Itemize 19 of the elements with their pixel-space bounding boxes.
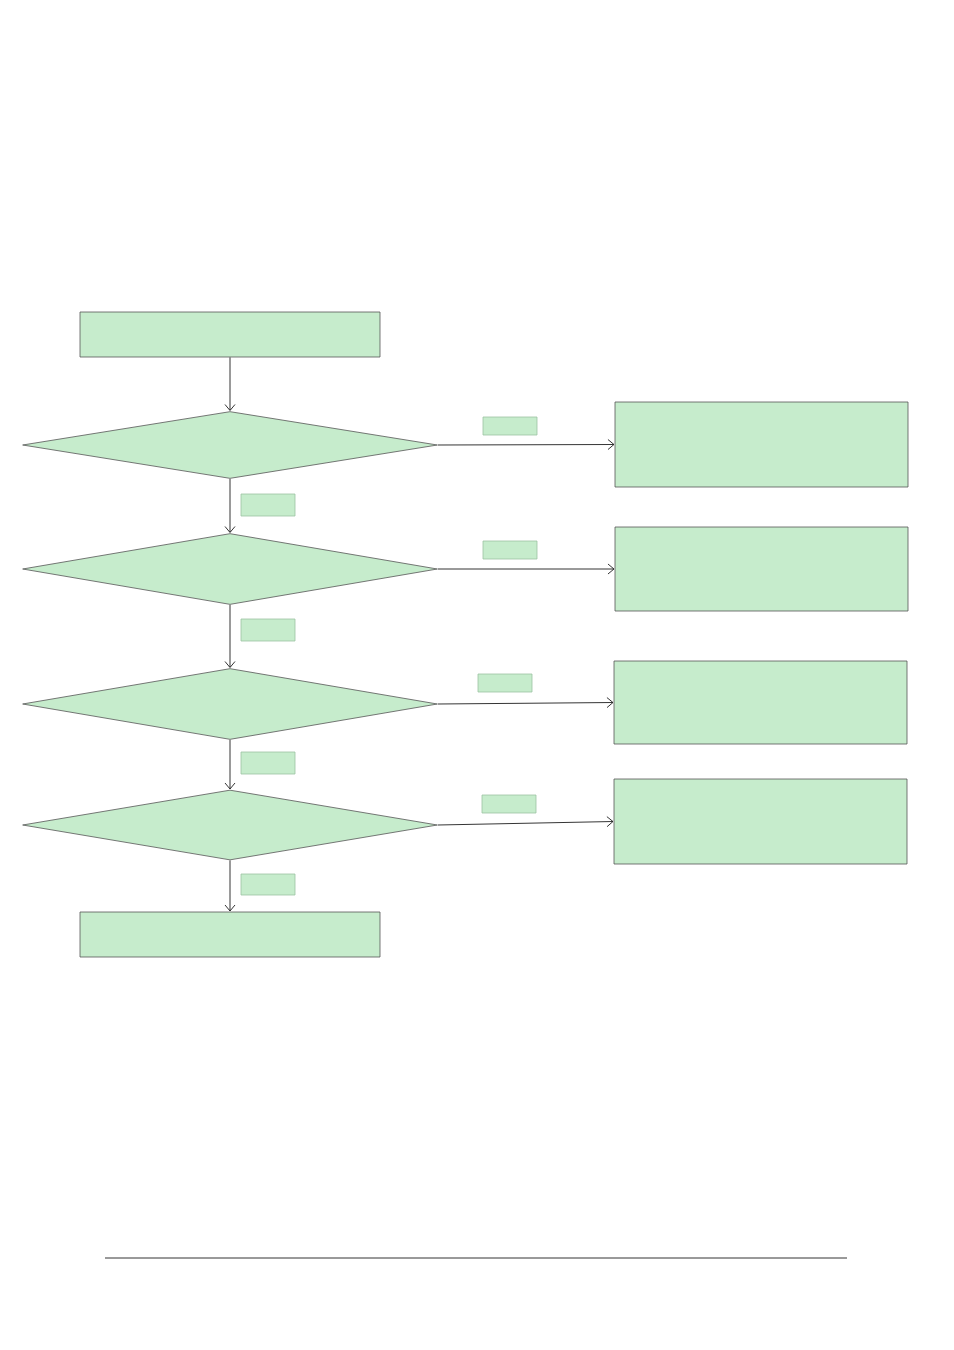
process-box bbox=[614, 401, 909, 488]
decision-diamond bbox=[22, 533, 438, 605]
decision-diamond bbox=[22, 411, 438, 479]
arrow bbox=[437, 563, 615, 575]
arrow bbox=[224, 357, 236, 411]
process-box bbox=[614, 526, 909, 612]
decision-diamond bbox=[22, 789, 438, 861]
arrow bbox=[437, 439, 615, 450]
process-box bbox=[613, 778, 908, 865]
arrow bbox=[224, 604, 236, 668]
arrow bbox=[224, 860, 236, 912]
arrow bbox=[437, 816, 614, 828]
process-box bbox=[613, 660, 908, 745]
arrow bbox=[224, 739, 236, 790]
arrow bbox=[224, 478, 236, 533]
process-box bbox=[79, 311, 381, 358]
decision-diamond bbox=[22, 668, 438, 740]
arrow bbox=[437, 697, 614, 708]
process-box bbox=[79, 911, 381, 958]
